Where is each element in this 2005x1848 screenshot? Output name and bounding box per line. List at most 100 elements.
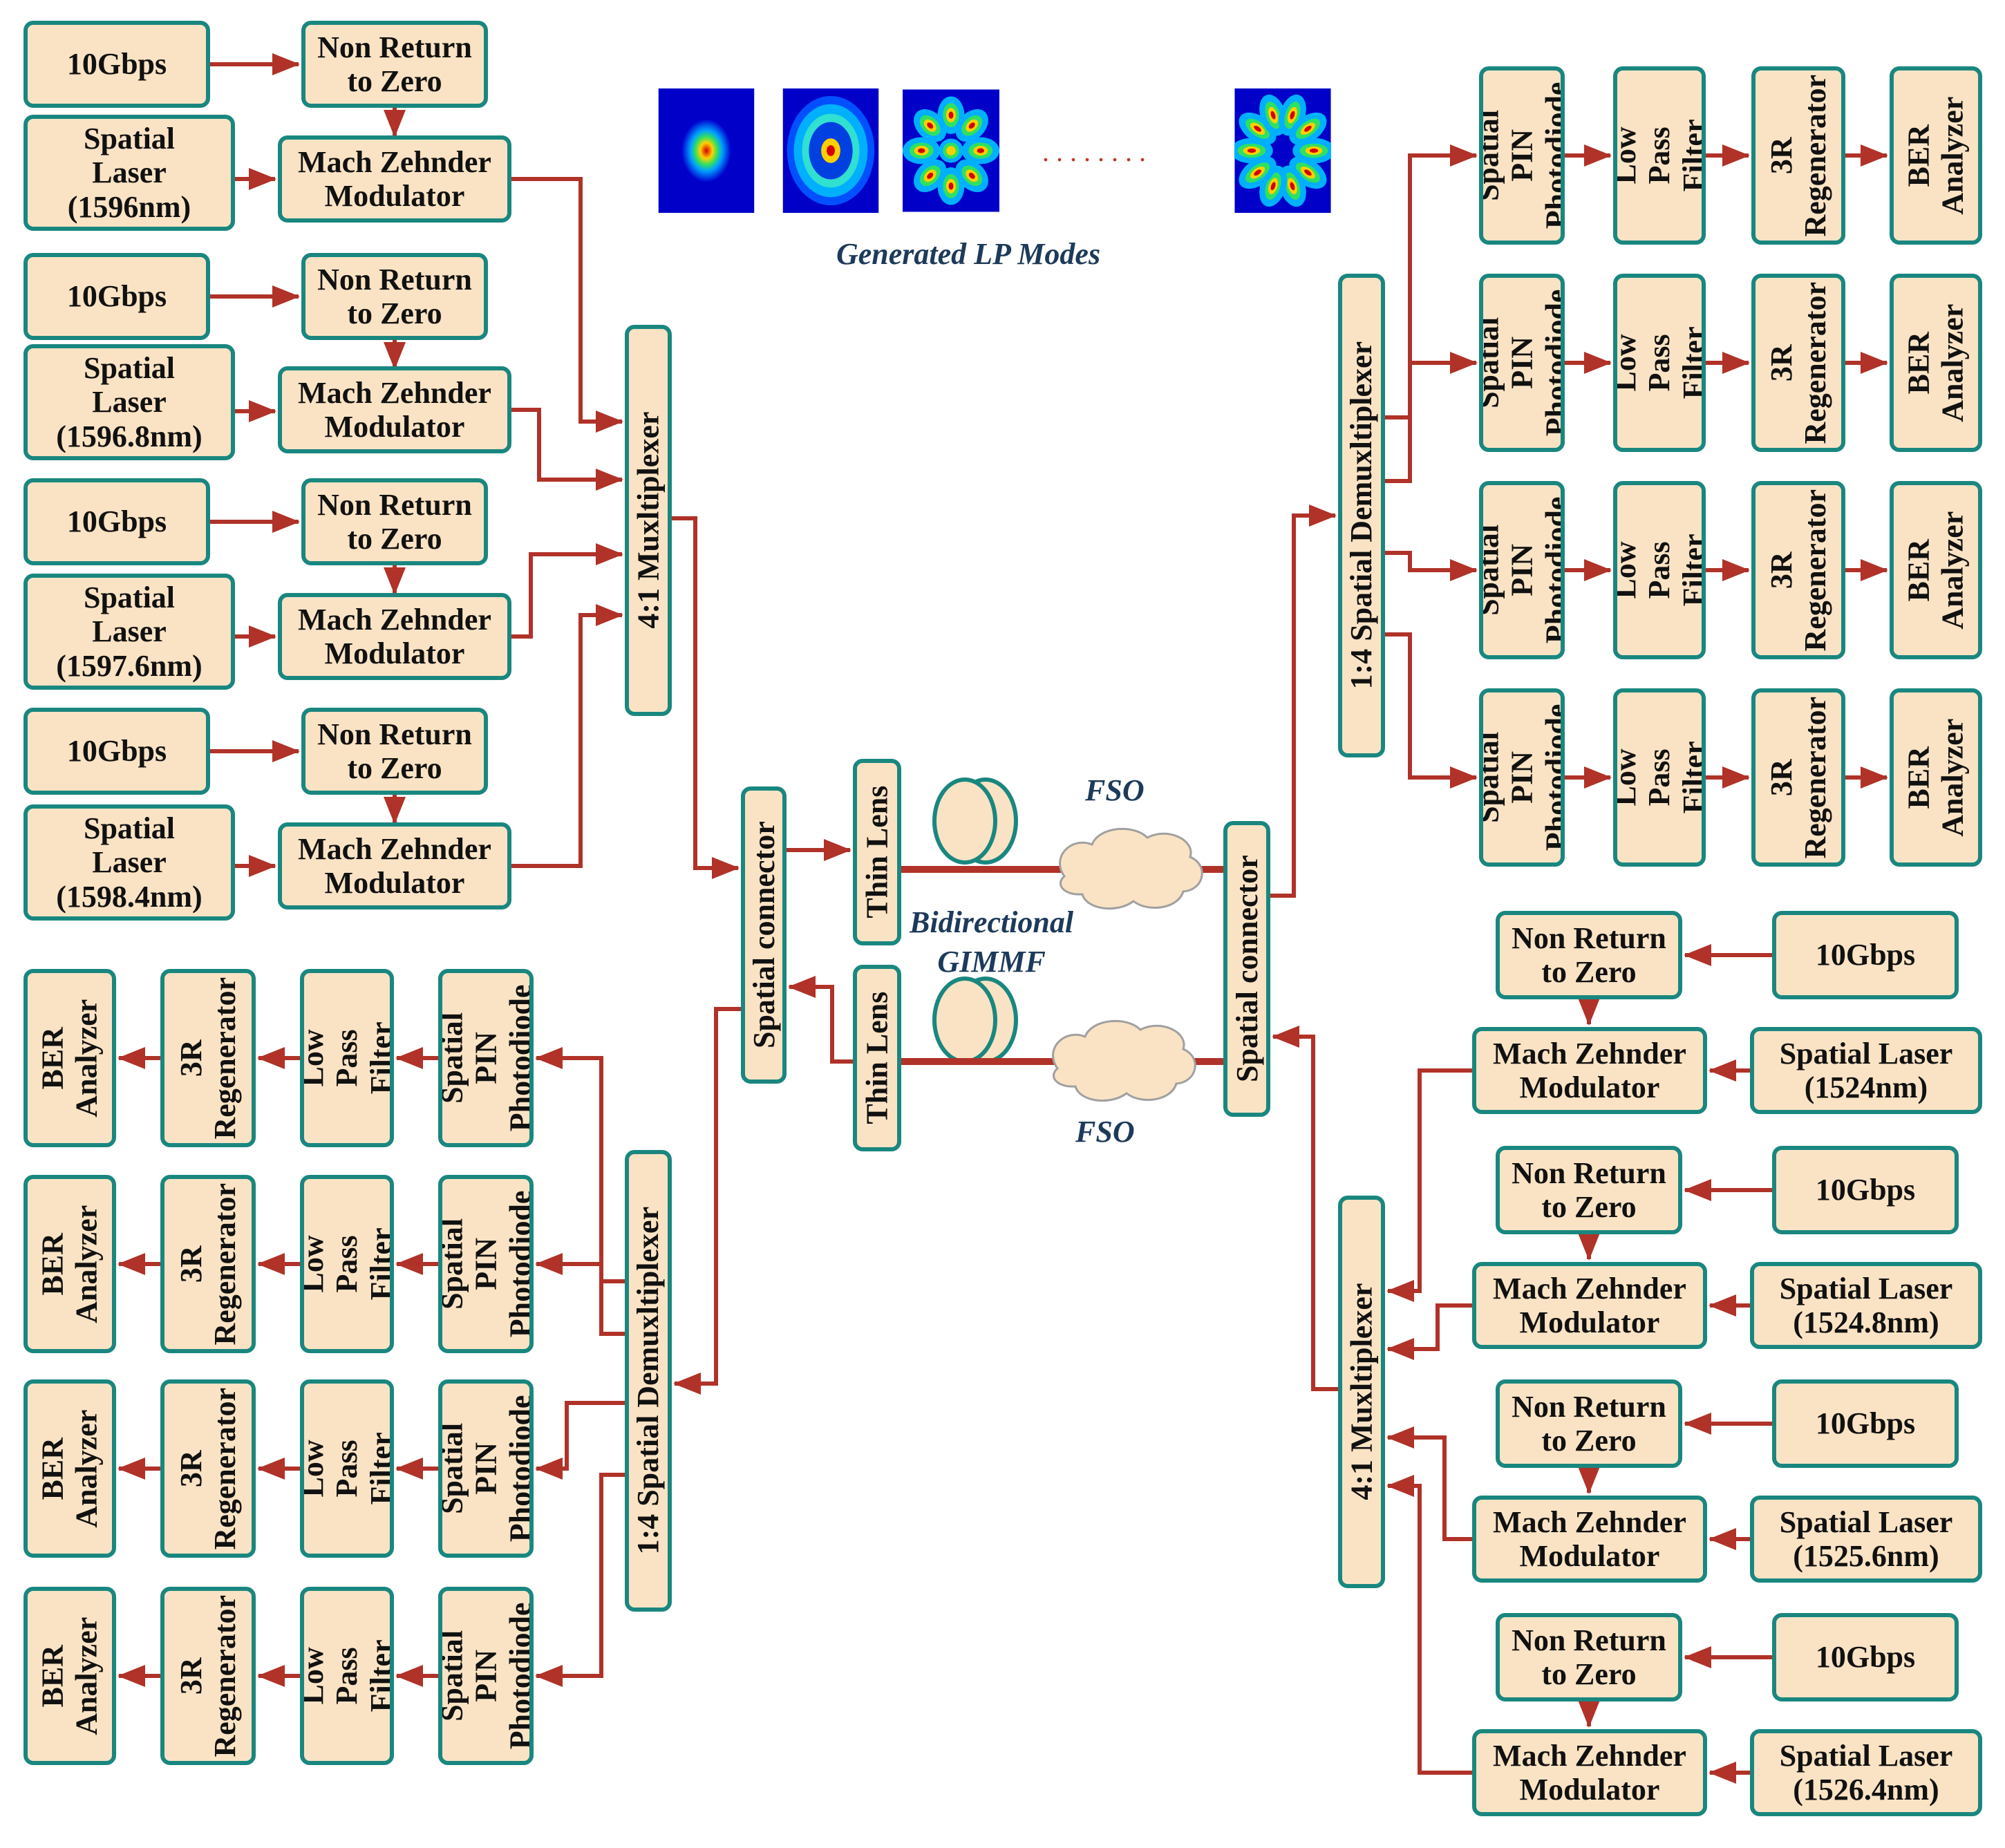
tx-right-mzm-2: Mach Zehnder Modulator <box>1472 1262 1707 1349</box>
fso-label-top: FSO <box>1085 773 1145 807</box>
rx-right-lpf-4: Low Pass Filter <box>1613 688 1706 867</box>
tx-left-nrz-1: Non Return to Zero <box>301 21 488 108</box>
thin-lens-bottom: Thin Lens <box>853 965 901 1151</box>
rx-right-pin-4: Spatial PIN Photodiode <box>1479 688 1565 867</box>
tx-left-laser-2: Spatial Laser (1596.8nm) <box>23 344 235 460</box>
tx-right-nrz-1: Non Return to Zero <box>1496 911 1682 999</box>
tx-left-laser-3: Spatial Laser (1597.6nm) <box>23 574 235 690</box>
rx-left-lpf-1: Low Pass Filter <box>300 969 394 1147</box>
tx-left-nrz-3: Non Return to Zero <box>301 478 488 565</box>
rx-right-lpf-3: Low Pass Filter <box>1613 481 1706 659</box>
tx-left-mzm-2: Mach Zehnder Modulator <box>278 366 511 453</box>
arrow-demux-pin-left-3 <box>535 1401 625 1480</box>
gimmf-label: Bidirectional GIMMF <box>910 905 1074 979</box>
lp-modes-caption: Generated LP Modes <box>836 237 1101 271</box>
tx-left-rate-2: 10Gbps <box>23 253 210 340</box>
tx-right-mzm-1: Mach Zehnder Modulator <box>1472 1027 1707 1114</box>
rx-right-pin-1: Spatial PIN Photodiode <box>1479 66 1565 245</box>
tx-right-mzm-4: Mach Zehnder Modulator <box>1472 1729 1707 1816</box>
tx-right-multiplexer: 4:1 Muxltiplexer <box>1338 1196 1385 1588</box>
arrow-demux-pin-right-2 <box>1385 352 1478 483</box>
rx-left-demultiplexer: 1:4 Spatial Demuxltiplexer <box>625 1150 672 1612</box>
lp-mode-image-3 <box>903 89 999 212</box>
tx-left-rate-4: 10Gbps <box>23 708 210 795</box>
rx-left-ber-1: BER Analyzer <box>23 969 116 1147</box>
arrow-mux-connector-left <box>672 516 740 879</box>
rx-left-regen-4: 3R Regenerator <box>160 1587 256 1765</box>
rx-right-ber-4: BER Analyzer <box>1890 688 1982 867</box>
tx-right-nrz-2: Non Return to Zero <box>1496 1146 1682 1234</box>
tx-left-laser-1: Spatial Laser (1596nm) <box>23 115 235 231</box>
arrow-mzm-mux-right-1 <box>1386 1068 1472 1302</box>
rx-left-pin-4: Spatial PIN Photodiode <box>438 1587 534 1765</box>
modes-ellipsis: ........ <box>1042 136 1153 167</box>
tx-right-laser-4: Spatial Laser (1526.4nm) <box>1750 1729 1982 1816</box>
arrow-mzm-mux-left-4 <box>511 604 623 868</box>
tx-left-laser-4: Spatial Laser (1598.4nm) <box>23 804 235 921</box>
tx-right-laser-3: Spatial Laser (1525.6nm) <box>1750 1496 1982 1583</box>
rx-right-lpf-2: Low Pass Filter <box>1613 274 1706 452</box>
tx-right-laser-1: Spatial Laser (1524nm) <box>1750 1027 1982 1114</box>
rx-left-ber-4: BER Analyzer <box>23 1587 116 1765</box>
tx-right-rate-1: 10Gbps <box>1772 911 1959 999</box>
rx-left-pin-3: Spatial PIN Photodiode <box>438 1379 534 1558</box>
tx-right-nrz-4: Non Return to Zero <box>1496 1613 1682 1701</box>
rx-right-regen-2: 3R Regenerator <box>1751 274 1845 452</box>
spatial-connector-right: Spatial connector <box>1223 821 1270 1117</box>
spatial-connector-left: Spatial connector <box>741 786 787 1084</box>
rx-left-lpf-3: Low Pass Filter <box>300 1379 394 1558</box>
rx-right-ber-3: BER Analyzer <box>1890 481 1982 659</box>
rx-right-regen-1: 3R Regenerator <box>1751 66 1845 245</box>
tx-left-multiplexer: 4:1 Muxltiplexer <box>625 325 672 716</box>
arrow-mzm-mux-left-1 <box>511 177 623 433</box>
tx-right-rate-2: 10Gbps <box>1772 1146 1959 1234</box>
tx-left-nrz-4: Non Return to Zero <box>301 708 488 795</box>
rx-left-lpf-4: Low Pass Filter <box>300 1587 394 1765</box>
rx-left-regen-1: 3R Regenerator <box>160 969 256 1147</box>
arrow-demux-pin-right-3 <box>1385 551 1478 581</box>
rx-left-ber-3: BER Analyzer <box>23 1379 116 1558</box>
rx-left-ber-2: BER Analyzer <box>23 1175 116 1353</box>
rx-left-regen-2: 3R Regenerator <box>160 1175 256 1353</box>
rx-right-regen-4: 3R Regenerator <box>1751 688 1845 867</box>
rx-left-lpf-2: Low Pass Filter <box>300 1175 394 1353</box>
arrow-mzm-mux-right-2 <box>1386 1303 1472 1360</box>
arrow-demux-pin-left-1 <box>535 1047 625 1283</box>
tx-left-mzm-1: Mach Zehnder Modulator <box>278 135 511 223</box>
lp-mode-image-4 <box>1234 88 1331 213</box>
lp-mode-image-2 <box>782 88 879 213</box>
rx-right-demultiplexer: 1:4 Spatial Demuxltiplexer <box>1338 274 1385 757</box>
thin-lens-top: Thin Lens <box>853 759 901 945</box>
tx-right-laser-2: Spatial Laser (1524.8nm) <box>1750 1262 1982 1349</box>
tx-left-rate-3: 10Gbps <box>23 478 210 565</box>
rx-right-lpf-1: Low Pass Filter <box>1613 66 1706 245</box>
arrow-lens-connector-bottom <box>788 976 853 1064</box>
arrow-mzm-mux-left-2 <box>511 408 623 491</box>
lp-mode-image-1 <box>658 88 755 213</box>
rx-left-pin-1: Spatial PIN Photodiode <box>438 969 534 1147</box>
arrow-mux-connector-right <box>1272 1026 1338 1391</box>
arrow-mzm-mux-right-4 <box>1386 1475 1472 1775</box>
arrow-mzm-mux-left-3 <box>511 543 623 639</box>
tx-left-mzm-4: Mach Zehnder Modulator <box>278 822 511 909</box>
tx-right-rate-3: 10Gbps <box>1772 1379 1959 1468</box>
arrow-connector-demux-right <box>1270 505 1337 898</box>
tx-left-mzm-3: Mach Zehnder Modulator <box>278 593 511 680</box>
rx-right-pin-2: Spatial PIN Photodiode <box>1479 274 1565 452</box>
rx-right-ber-1: BER Analyzer <box>1890 66 1982 245</box>
tx-right-mzm-3: Mach Zehnder Modulator <box>1472 1496 1707 1583</box>
tx-left-nrz-2: Non Return to Zero <box>301 253 488 340</box>
rx-left-regen-3: 3R Regenerator <box>160 1379 256 1558</box>
rx-right-regen-3: 3R Regenerator <box>1751 481 1845 659</box>
tx-left-rate-1: 10Gbps <box>23 21 210 108</box>
arrow-connector-demux-left <box>673 1007 741 1395</box>
arrow-demux-pin-left-4 <box>535 1473 625 1687</box>
rx-left-pin-2: Spatial PIN Photodiode <box>438 1175 534 1353</box>
arrow-demux-pin-right-1 <box>1385 144 1478 419</box>
arrow-mzm-mux-right-3 <box>1386 1426 1472 1541</box>
arrow-demux-pin-left-2 <box>535 1253 625 1336</box>
arrow-demux-pin-right-4 <box>1385 632 1478 789</box>
tx-right-nrz-3: Non Return to Zero <box>1496 1379 1682 1468</box>
